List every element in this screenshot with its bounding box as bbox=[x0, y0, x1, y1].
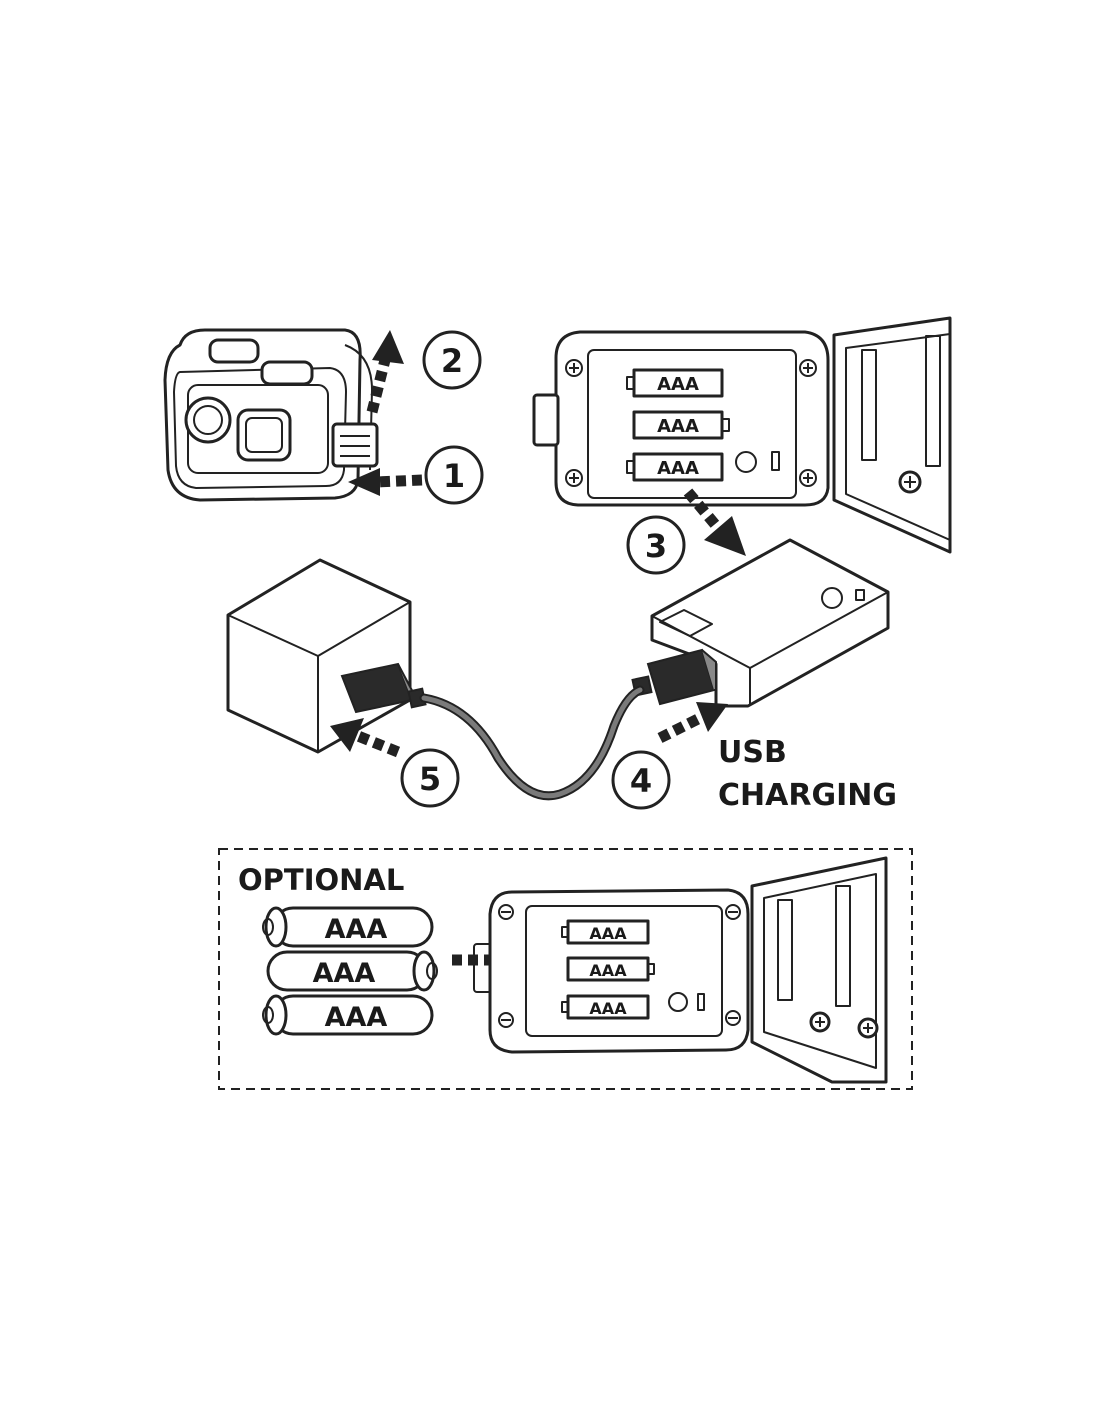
step-3-number: 3 bbox=[645, 527, 667, 565]
step-1-badge: 1 bbox=[424, 445, 484, 505]
arrow-step-3 bbox=[683, 488, 746, 556]
battery-aaa-top-2: AAA bbox=[632, 410, 730, 440]
usb-wall-adapter bbox=[226, 558, 412, 754]
usb-label-line1: USB bbox=[718, 735, 787, 770]
loose-battery-3: AAA bbox=[262, 994, 434, 1036]
arrow-step-2 bbox=[366, 330, 404, 414]
battery-label: AAA bbox=[657, 374, 699, 395]
battery-label: AAA bbox=[325, 914, 388, 945]
battery-label: AAA bbox=[657, 458, 699, 479]
step-5-number: 5 bbox=[419, 760, 441, 798]
arrow-step-4 bbox=[657, 702, 728, 743]
battery-aaa-optional-3: AAA bbox=[561, 994, 650, 1020]
battery-label: AAA bbox=[657, 416, 699, 437]
usb-plug-adapter bbox=[340, 662, 427, 714]
usb-plug-battery bbox=[631, 648, 717, 706]
battery-label: AAA bbox=[313, 958, 376, 989]
step-3-badge: 3 bbox=[626, 515, 686, 575]
battery-aaa-optional-1: AAA bbox=[561, 919, 650, 945]
step-2-badge: 2 bbox=[422, 330, 482, 390]
loose-battery-1: AAA bbox=[262, 906, 434, 948]
arrow-step-5 bbox=[330, 718, 401, 758]
optional-label: OPTIONAL bbox=[238, 863, 404, 897]
strap-buckle bbox=[331, 422, 379, 468]
compartment-door-top bbox=[832, 316, 952, 554]
loose-battery-2: AAA bbox=[266, 950, 438, 992]
arrow-step-1 bbox=[348, 468, 423, 496]
headlamp bbox=[163, 328, 373, 502]
step-4-number: 4 bbox=[630, 762, 652, 800]
battery-aaa-top-1: AAA bbox=[626, 368, 724, 398]
battery-aaa-top-3: AAA bbox=[626, 452, 724, 482]
battery-label: AAA bbox=[325, 1002, 388, 1033]
compartment-door-optional bbox=[750, 856, 888, 1084]
battery-aaa-optional-2: AAA bbox=[566, 956, 655, 982]
step-4-badge: 4 bbox=[611, 750, 671, 810]
battery-label: AAA bbox=[589, 924, 627, 943]
step-2-number: 2 bbox=[441, 342, 463, 380]
battery-label: AAA bbox=[589, 961, 627, 980]
usb-label-line2: CHARGING bbox=[718, 778, 897, 813]
optional-box bbox=[218, 848, 913, 1090]
step-1-number: 1 bbox=[443, 457, 465, 495]
rechargeable-battery-pack bbox=[650, 538, 890, 708]
battery-label: AAA bbox=[589, 999, 627, 1018]
step-5-badge: 5 bbox=[400, 748, 460, 808]
